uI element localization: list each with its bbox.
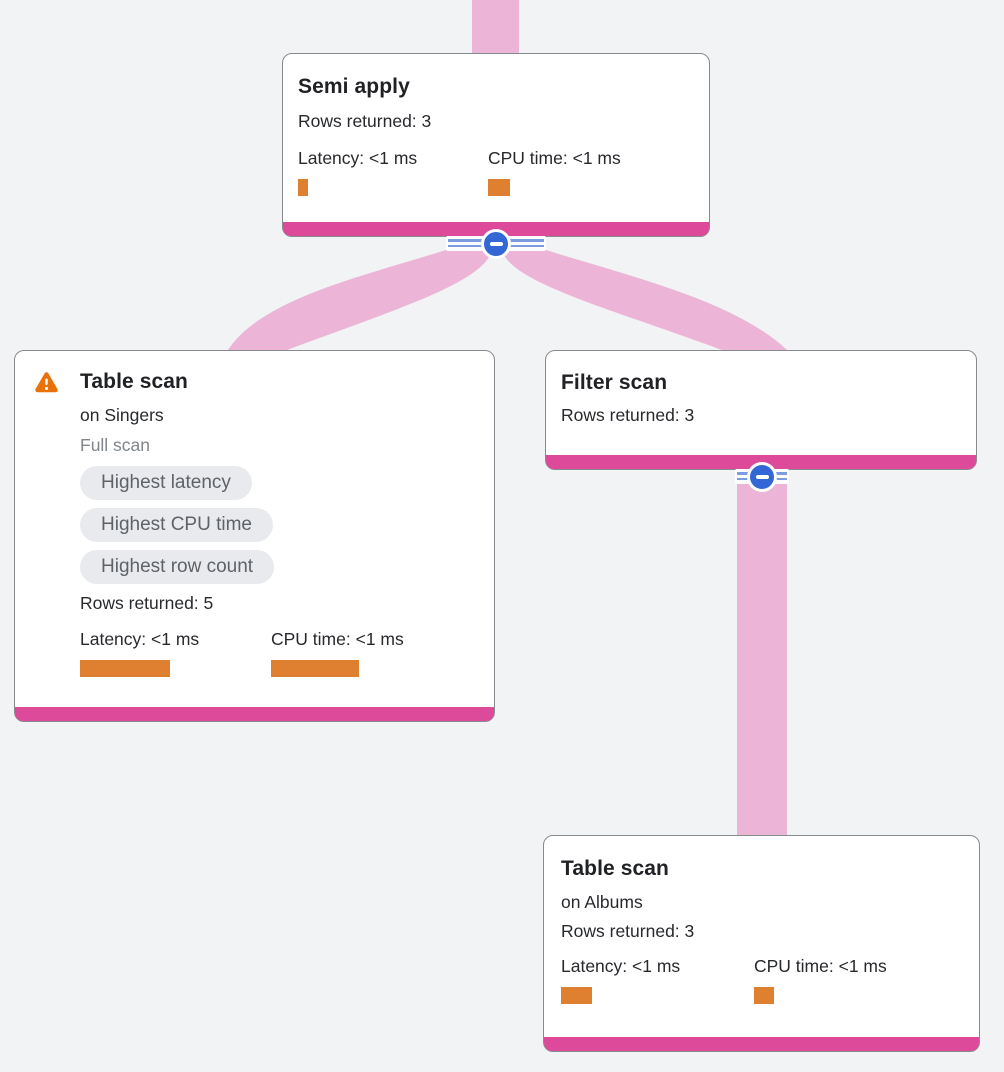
collapse-button-semi-apply[interactable] [446, 229, 546, 259]
node-semi-apply[interactable]: Semi apply Rows returned: 3 Latency: <1 … [282, 53, 710, 237]
node-title: Semi apply [298, 75, 410, 98]
cpu-metric: CPU time: <1 ms [271, 628, 461, 677]
cpu-label: CPU time: <1 ms [488, 148, 621, 168]
latency-bar [298, 179, 308, 196]
edge-semi-apply-to-filter-scan [502, 250, 787, 350]
rows-returned: Rows returned: 3 [298, 111, 432, 131]
cpu-bar [488, 179, 510, 196]
node-title: Table scan [561, 857, 669, 880]
latency-label: Latency: <1 ms [80, 629, 200, 649]
node-title: Table scan [80, 370, 188, 393]
warning-triangle-icon [35, 372, 58, 393]
scan-type-label: Full scan [80, 435, 151, 455]
latency-metric: Latency: <1 ms [298, 147, 488, 196]
node-table-scan-singers[interactable]: Table scan on Singers Full scan Highest … [14, 350, 495, 722]
collapse-button-filter-scan[interactable] [735, 462, 789, 492]
rows-returned: Rows returned: 3 [561, 921, 695, 941]
latency-label: Latency: <1 ms [561, 956, 681, 976]
node-subtitle: on Singers [80, 405, 164, 425]
node-title: Filter scan [561, 371, 668, 394]
cpu-label: CPU time: <1 ms [754, 956, 887, 976]
badge-highest-latency: Highest latency [80, 466, 252, 500]
edge-filter-scan-to-table-scan-albums [737, 466, 787, 840]
rows-returned: Rows returned: 5 [80, 593, 214, 613]
cpu-metric: CPU time: <1 ms [754, 955, 944, 1004]
latency-metric: Latency: <1 ms [561, 955, 754, 1004]
cpu-bar [754, 987, 774, 1004]
latency-bar [80, 660, 170, 677]
badge-highest-row-count: Highest row count [80, 550, 275, 584]
rows-returned: Rows returned: 3 [561, 405, 695, 425]
edge-semi-apply-to-table-scan-singers [228, 250, 492, 350]
cpu-label: CPU time: <1 ms [271, 629, 404, 649]
latency-bar [561, 987, 592, 1004]
edge-top-into-semi-apply [472, 0, 519, 60]
badge-stack: Highest latency Highest CPU time Highest… [80, 466, 478, 584]
cpu-bar [271, 660, 359, 677]
node-subtitle: on Albums [561, 892, 643, 912]
badge-highest-cpu-time: Highest CPU time [80, 508, 273, 542]
minus-circle-collapse-icon[interactable] [747, 462, 777, 492]
node-accent-bar [15, 707, 494, 721]
node-filter-scan[interactable]: Filter scan Rows returned: 3 [545, 350, 977, 470]
cpu-metric: CPU time: <1 ms [488, 147, 678, 196]
node-table-scan-albums[interactable]: Table scan on Albums Rows returned: 3 La… [543, 835, 980, 1052]
latency-label: Latency: <1 ms [298, 148, 418, 168]
minus-circle-collapse-icon[interactable] [481, 229, 511, 259]
node-accent-bar [544, 1037, 979, 1051]
latency-metric: Latency: <1 ms [80, 628, 271, 677]
